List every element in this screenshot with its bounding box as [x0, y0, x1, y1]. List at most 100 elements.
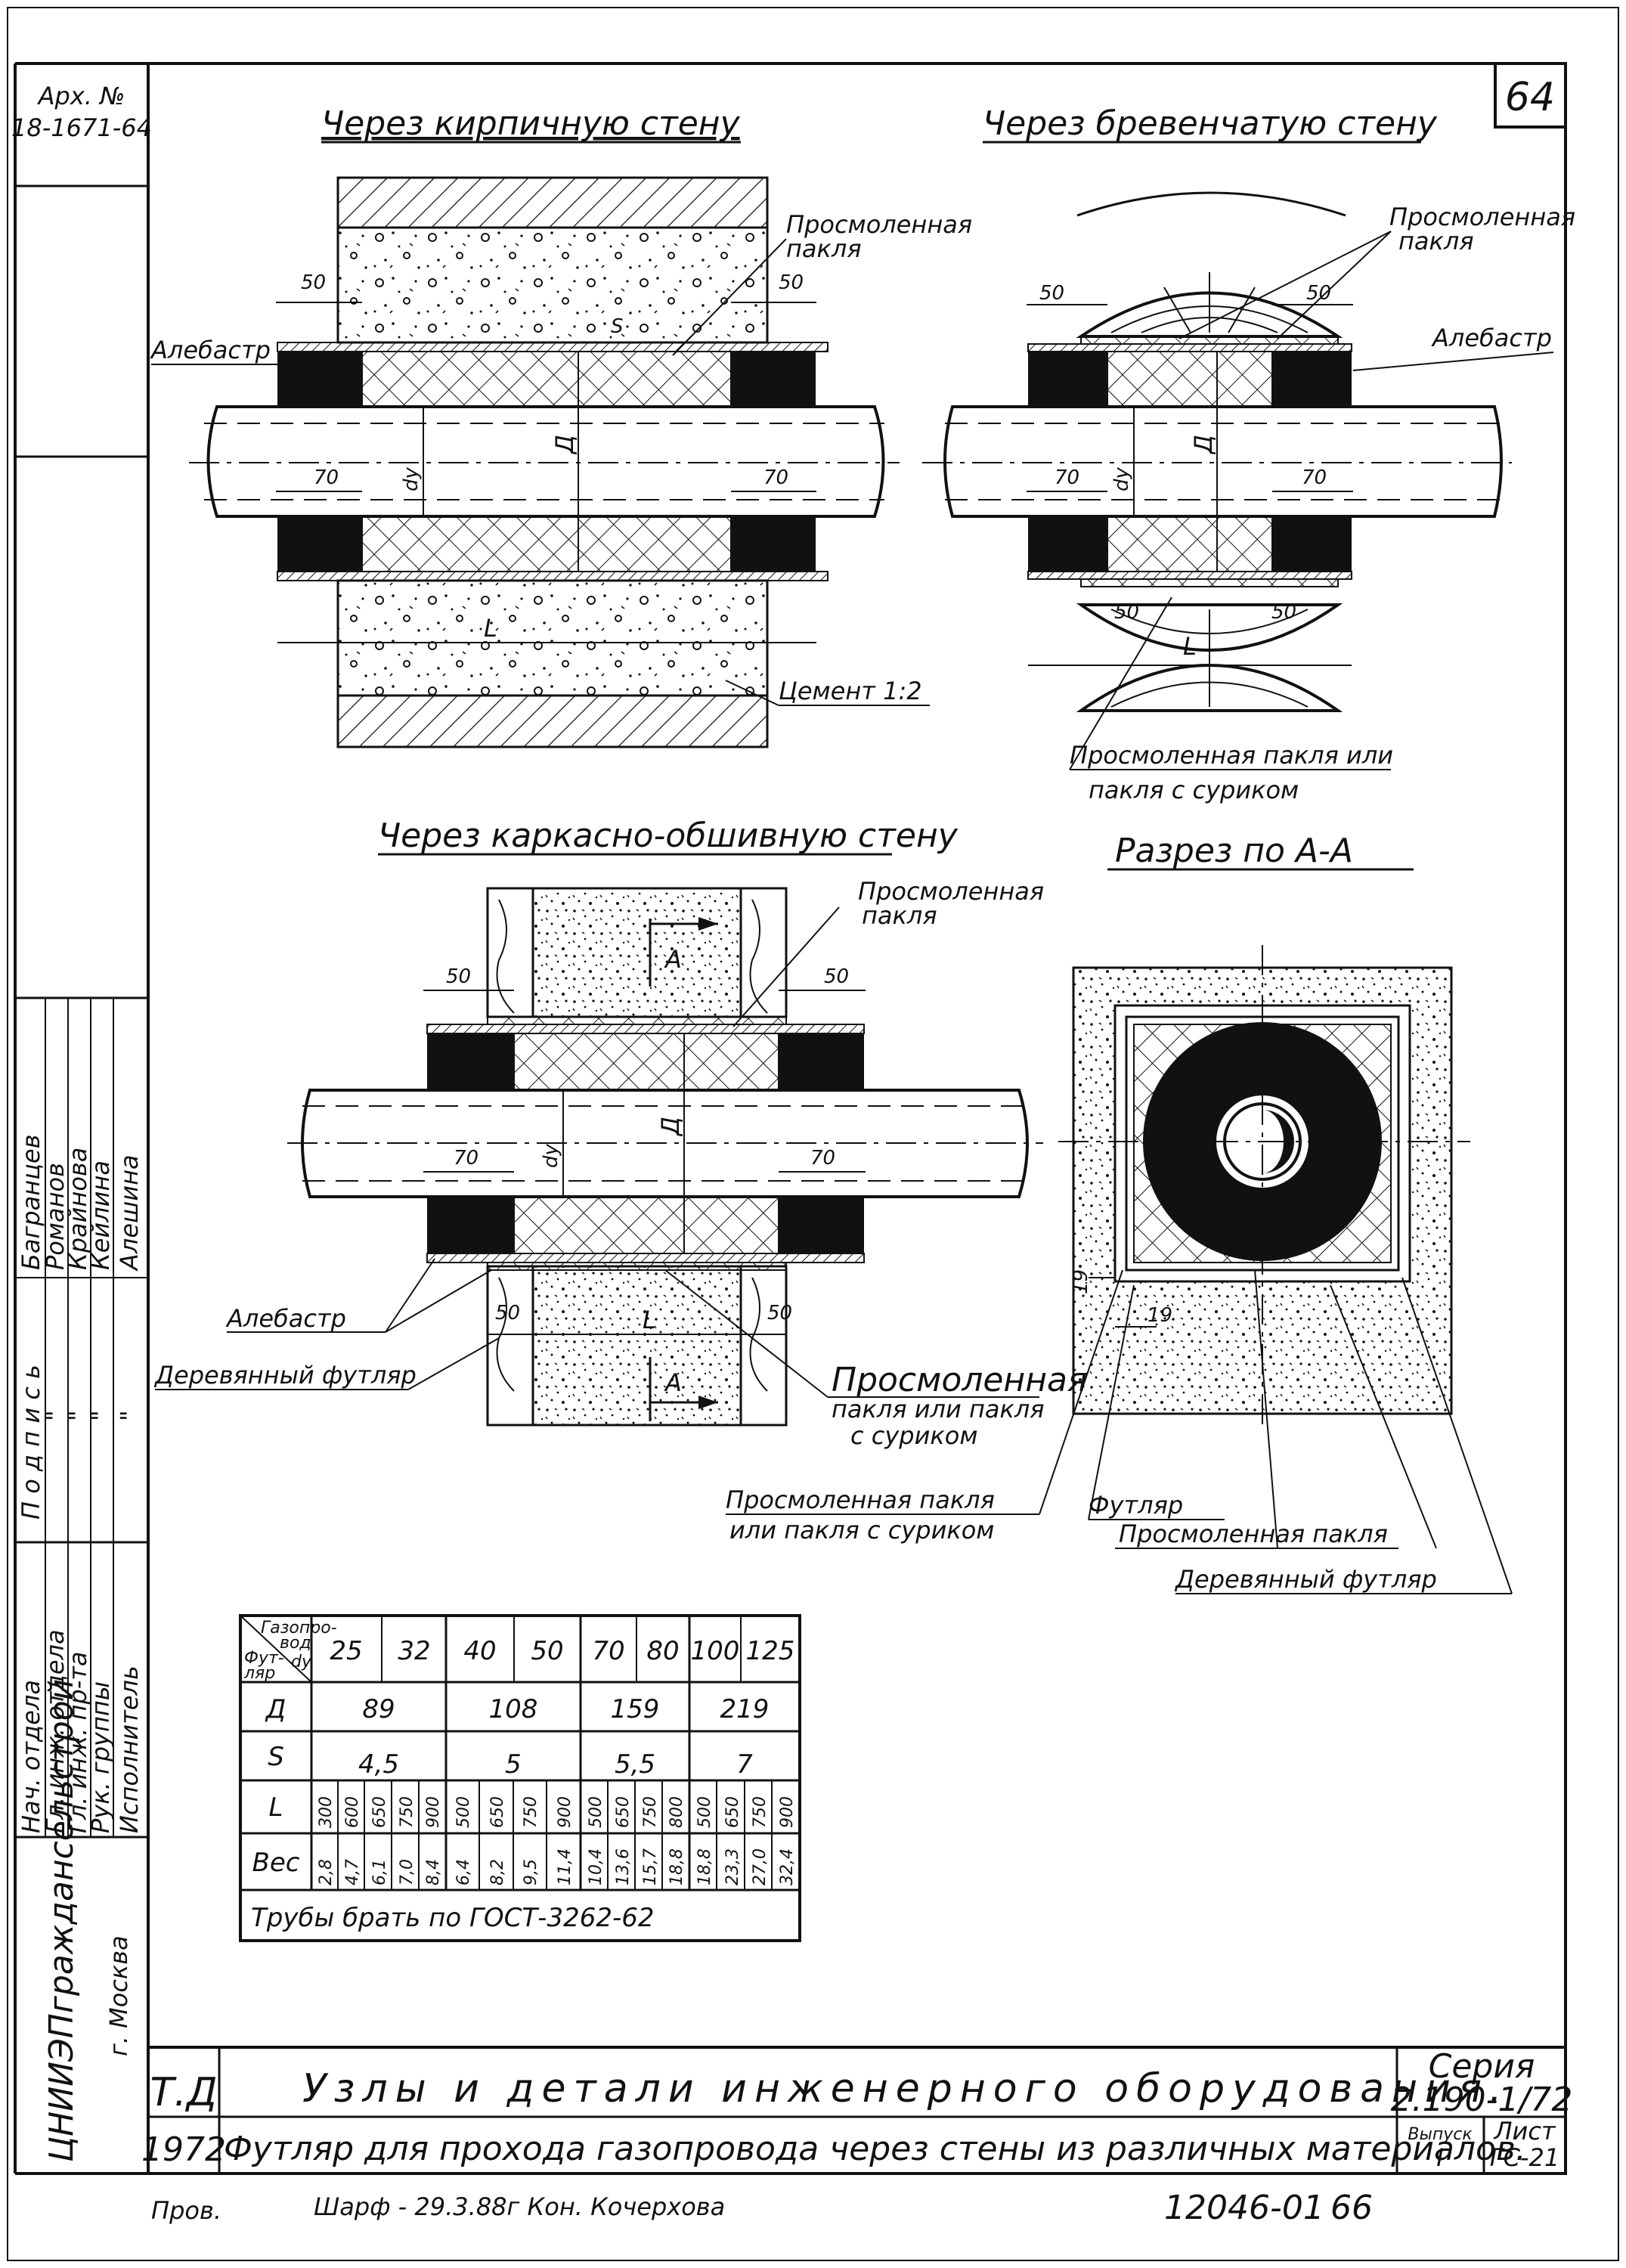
table-W-2: 6,1 [370, 1859, 389, 1885]
table-W-10: 13,6 [614, 1848, 633, 1885]
table-note: Трубы брать по ГОСТ-3262-62 [251, 1903, 655, 1933]
table-L-0: 300 [317, 1796, 336, 1828]
ditto-3: " [86, 1410, 115, 1421]
brick-view-title: Через кирпичную стену [321, 104, 741, 143]
table-L-16: 900 [778, 1796, 797, 1828]
sheet-number-box: 64 [1494, 62, 1567, 129]
role-3: Гл. инж. пр-та [63, 1651, 92, 1833]
table-L-values: 300 600 650 750 900 500 650 750 900 500 … [317, 1796, 797, 1828]
brick-dim-end-left: 70 [314, 466, 339, 489]
ditto-1: " [41, 1410, 70, 1421]
table-L-2: 650 [370, 1796, 389, 1828]
footer-check: Пров. [151, 2196, 221, 2225]
table-L-15: 750 [751, 1796, 770, 1828]
table-dy-1: 32 [398, 1636, 430, 1666]
brick-dim-diameter: Д [550, 435, 579, 455]
city: г. Москва [104, 1935, 133, 2056]
section-view-title: Разрез по А-А [1115, 832, 1353, 870]
table-D-0: 89 [362, 1694, 395, 1724]
brick-label-tow-2: пакля [786, 234, 862, 263]
table-S-0: 4,5 [358, 1749, 399, 1780]
section-label-wood-sleeve: Деревянный футляр [1174, 1565, 1437, 1594]
signature-title: П о д п и с ь [17, 1365, 45, 1520]
series-label: Серия [1429, 2047, 1535, 2086]
table-L-14: 650 [723, 1796, 742, 1828]
log-view-title: Через бревенчатую стену [983, 104, 1438, 143]
frame-dim-end-right: 70 [810, 1147, 835, 1170]
table-row-L-label: L [269, 1792, 283, 1823]
table-row-W-label: Вес [252, 1848, 300, 1878]
table-dy-7: 125 [746, 1636, 795, 1666]
sheet-frame [7, 7, 1619, 2261]
log-dim-gap-right: 50 [1306, 282, 1331, 305]
archive-number: 18-1671-64 [11, 113, 152, 142]
log-label-tow-2: пакля [1398, 227, 1474, 256]
table-D-2: 159 [611, 1694, 660, 1724]
table-W-6: 8,2 [488, 1859, 507, 1885]
table-L-11: 750 [641, 1796, 660, 1828]
log-label-tow-minium-2: пакля с суриком [1089, 776, 1299, 804]
table-W-11: 15,7 [641, 1848, 660, 1885]
table-L-10: 650 [614, 1796, 633, 1828]
side-block: Багранцев Романов Крайнова Кейлина Алеши… [15, 998, 148, 2162]
table-L-9: 500 [587, 1796, 605, 1828]
log-dim-gap-left: 50 [1039, 282, 1064, 305]
section-label-sleeve: Футляр [1089, 1491, 1183, 1520]
doc-title: Узлы и детали инженерного оборудования. [302, 2066, 1510, 2112]
log-label-tow-1: Просмоленная [1389, 203, 1575, 231]
table-W-15: 27,0 [751, 1848, 770, 1885]
frame-dim-diameter: Д [656, 1117, 685, 1137]
log-dim-end-right: 70 [1302, 466, 1327, 489]
frame-label-tow-minium-3: с суриком [850, 1421, 977, 1450]
title-block: Т.Д 1972 Узлы и детали инженерного обору… [141, 2046, 1572, 2174]
table-L-6: 650 [488, 1796, 507, 1828]
log-label-alabaster: Алебастр [1431, 324, 1552, 352]
frame-view-title: Через каркасно-обшивную стену [378, 816, 959, 855]
footer-signature: Шарф - 29.3.88г Кон. Кочерхова [314, 2192, 725, 2221]
table-corner-b: вод [280, 1634, 311, 1653]
archive-stamp: Арх. № 18-1671-64 [11, 82, 152, 142]
log-dim-length: L [1183, 632, 1197, 661]
frame-dim-end-left: 70 [454, 1147, 479, 1170]
table-S-3: 7 [736, 1749, 753, 1780]
frame-label-tow-minium-1: Просмоленная [832, 1361, 1087, 1399]
role-1: Нач. отдела [17, 1680, 45, 1833]
table-D-3: 219 [720, 1694, 770, 1724]
doc-year: 1972 [141, 2130, 226, 2169]
frame-label-tow-minium-2: пакля или пакля [832, 1395, 1045, 1424]
footer: Пров. Шарф - 29.3.88г Кон. Кочерхова 120… [151, 2189, 1373, 2227]
signer-2: Романов [41, 1163, 70, 1270]
section-label-tow-minium-1: Просмоленная пакля [726, 1486, 995, 1514]
view-brick-wall: Через кирпичную стену 50 50 70 70 Д dy S… [150, 104, 972, 748]
frame-dim-gap-bottom-right: 50 [767, 1302, 792, 1325]
table-W-7: 9,5 [522, 1859, 540, 1885]
frame-section-mark-bottom: A [664, 1368, 682, 1397]
table-W-16: 32,4 [778, 1848, 797, 1885]
brick-dim-length: L [484, 614, 497, 643]
signer-1: Багранцев [17, 1134, 45, 1270]
frame-dim-gap-bottom-left: 50 [495, 1302, 520, 1325]
view-log-wall: Через бревенчатую стену 50 50 70 70 Д [922, 104, 1575, 804]
table-row-D-label: Д [265, 1694, 286, 1724]
section-label-tarred-tow: Просмоленная пакля [1119, 1520, 1388, 1548]
signer-4: Кейлина [86, 1160, 115, 1270]
table-W-12: 18,8 [667, 1848, 686, 1885]
role-4: Рук. группы [86, 1681, 115, 1833]
footer-page: 66 [1330, 2189, 1373, 2227]
table-dy-5: 80 [646, 1636, 679, 1666]
doc-subtitle: Футляр для прохода газопровода через сте… [224, 2130, 1526, 2168]
table-W-values: 2,8 4,7 6,1 7,0 8,4 6,4 8,2 9,5 11,4 10,… [317, 1848, 797, 1885]
table-W-5: 6,4 [454, 1859, 473, 1885]
table-W-1: 4,7 [343, 1859, 362, 1885]
signer-5: Алешина [115, 1154, 144, 1272]
table-corner-e: dy [291, 1653, 312, 1672]
table-dy-4: 70 [592, 1636, 624, 1666]
table-dy-3: 50 [531, 1636, 563, 1666]
doc-code: Т.Д [150, 2070, 218, 2115]
role-2: Гл. инж. отдела [41, 1629, 70, 1833]
table-L-1: 600 [343, 1796, 362, 1828]
sheet-number: 64 [1505, 75, 1555, 120]
issue-label: Выпуск [1408, 2125, 1473, 2144]
brick-label-cement: Цемент 1:2 [779, 677, 922, 705]
